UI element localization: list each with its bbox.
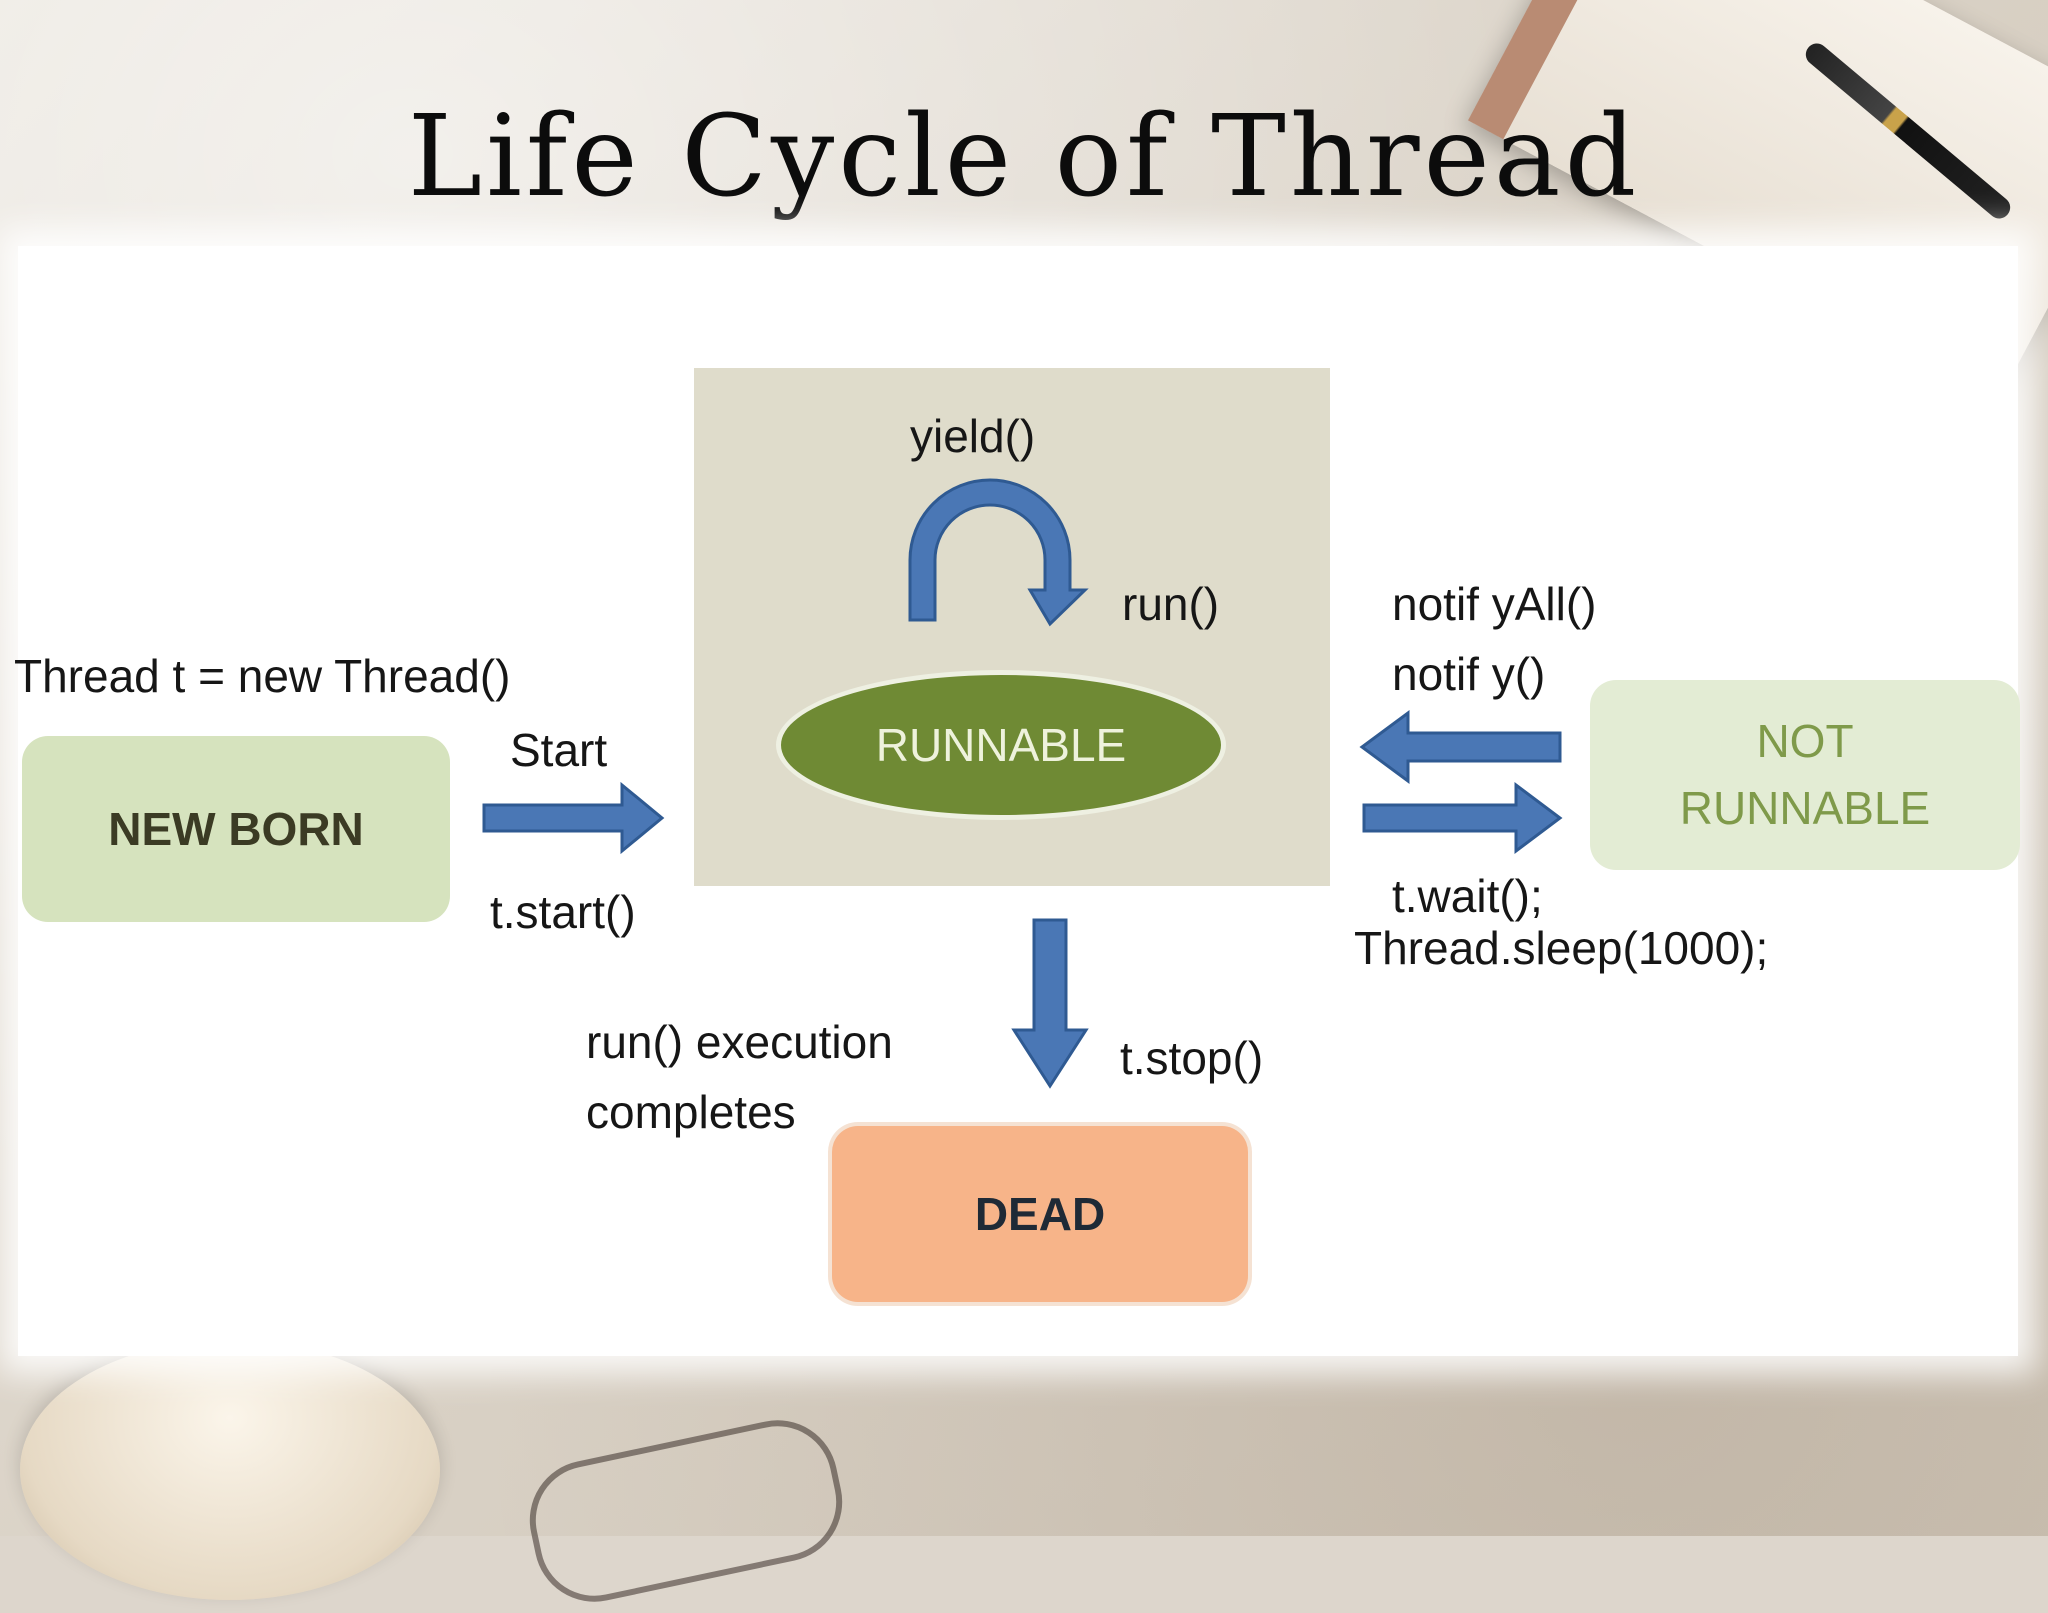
dead-state: DEAD [832,1126,1248,1302]
notify-label: notif y() [1392,648,1546,700]
yield-label: yield() [910,410,1036,462]
t-stop-label: t.stop() [1120,1032,1264,1084]
not-runnable-label-line1: NOT [1756,715,1854,768]
new-thread-label: Thread t = new Thread() [14,650,511,702]
not-runnable-label-line2: RUNNABLE [1679,782,1931,834]
runnable-state: RUNNABLE [776,670,1226,820]
start-arrow [482,781,665,855]
dead-state-label: DEAD [974,1188,1106,1240]
transition-arrows [482,478,1563,1089]
slide-title: Life Cycle of Thread [407,92,1641,222]
stop-arrow [1011,918,1089,1089]
thread-sleep-label: Thread.sleep(1000); [1354,922,1769,974]
notify-arrow [1359,710,1562,784]
wait-sleep-arrow [1362,782,1563,854]
notify-all-label: notif yAll() [1392,578,1597,630]
t-wait-label: t.wait(); [1392,870,1543,922]
run-execution-label-line2: completes [586,1086,796,1138]
newborn-state: NEW BORN [22,736,450,922]
run-label: run() [1122,578,1220,630]
newborn-state-label: NEW BORN [108,803,364,855]
runnable-state-label: RUNNABLE [875,719,1127,771]
t-start-label: t.start() [490,886,636,938]
yield-loop-arrow [908,478,1089,627]
start-label: Start [510,724,608,776]
not-runnable-state: NOT RUNNABLE [1590,680,2020,870]
run-execution-label-line1: run() execution [586,1016,893,1068]
